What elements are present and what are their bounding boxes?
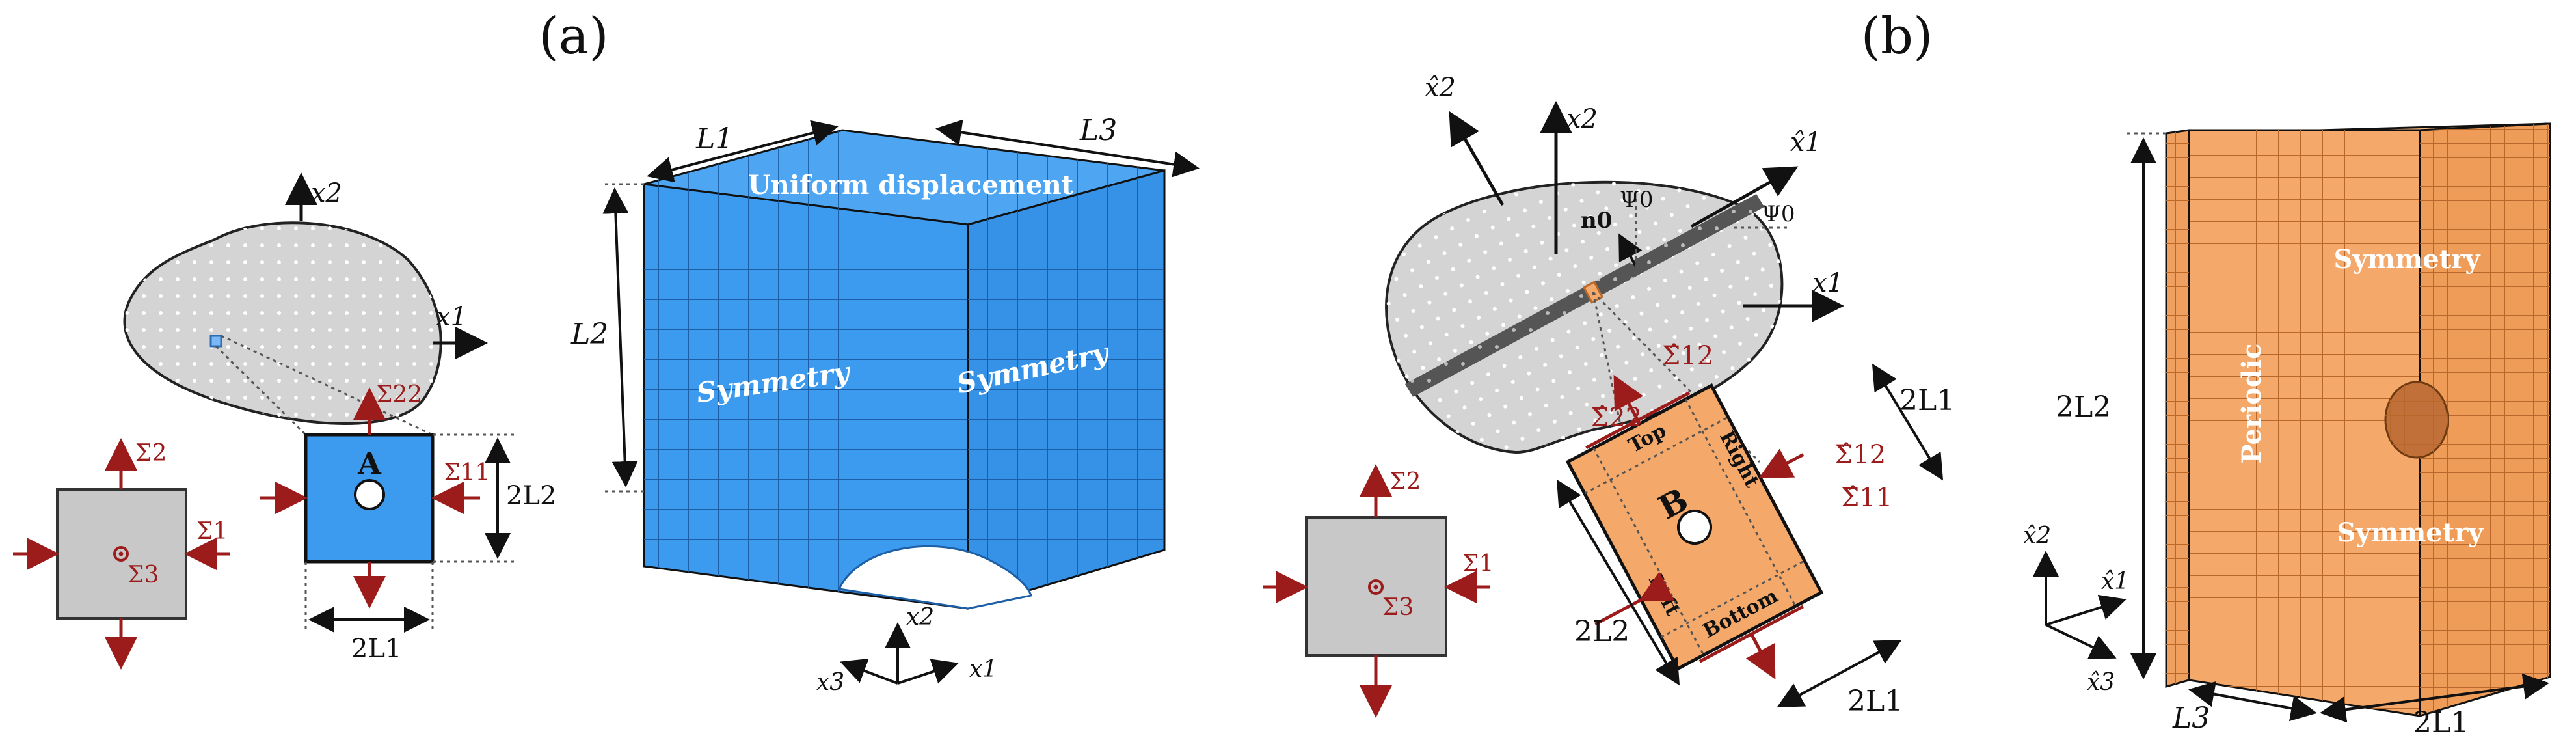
void-b [1677,510,1712,545]
stress-s22-a: Σ22 [376,381,422,408]
normal-n0-b [1618,233,1643,267]
dim-2L1-mesh-label-b: 2L1 [2413,706,2469,739]
mesh-axis-x3-a: x3 [816,669,844,696]
cell-name-a: A [357,446,382,481]
axis-x1hat-label-b: x̂1 [1790,128,1821,157]
mesh-axis-x2-a: x2 [906,604,934,631]
axis-x2-label-b: x2 [1566,104,1598,134]
axis-x1hat-b [1690,166,1799,228]
mesh-axis-x1-a: x1 [969,656,997,683]
panel-label-a: (a) [539,7,608,66]
stress-s22h-b: Σ̂22 [1590,403,1642,433]
dim-2L1-mesh-b [2320,673,2549,723]
stress-s1-a: Σ1 [196,518,228,545]
mesh-sym-top-text-b: Symmetry [2333,244,2481,275]
stress-s11h-b: Σ̂11 [1841,483,1892,513]
axis-x2hat-label-b: x̂2 [1425,73,1456,103]
dim-L2-mesh-label-a: L2 [570,318,608,351]
dim-L1-mesh-label-a: L1 [695,122,733,156]
dim-2L2-label-b: 2L2 [1574,615,1630,648]
axis-x2-label-a: x2 [311,178,342,208]
dim-L3-mesh-a [935,119,1200,178]
dim-2L1-bottom-label-b: 2L1 [1847,685,1903,718]
stress-s11-a: Σ11 [444,459,490,486]
mesh-axis-x1hat-b: x̂1 [2101,568,2129,595]
stress-s2-a: Σ2 [135,440,167,467]
stress-s1-b: Σ1 [1462,551,1494,577]
stress-s3-a: Σ3 [127,562,159,588]
mesh-sym-bottom-text-b: Symmetry [2337,517,2484,548]
panel-label-b: (b) [1861,7,1933,66]
dim-2L1-label-a: 2L1 [351,634,401,664]
dim-L3-mesh-label-a: L3 [1079,114,1117,147]
axis-x1-label-a: x1 [436,302,467,332]
axis-x1-label-b: x1 [1812,268,1844,298]
dim-2L1-side-label-b: 2L1 [1899,384,1955,417]
dim-2L1-side-b [1872,363,1944,481]
mesh-axis-x2hat-b: x̂2 [2023,523,2051,549]
mesh-periodic-text-b: Periodic [2236,344,2267,464]
void-a [354,479,385,510]
rve-marker-a [209,335,222,348]
stress-s2-b: Σ2 [1389,469,1421,495]
dim-L3-mesh-label-b: L3 [2172,702,2210,735]
mesh-block-b [2165,122,2551,718]
dim-L2-mesh-a [602,187,638,487]
stress-s3-b: Σ3 [1382,594,1414,621]
mesh-top-text-a: Uniform displacement [748,170,1074,200]
psi0-label-2-b: Ψ0 [1762,201,1795,227]
panel-a: x2 x1 Σ2 Σ1 Σ3 A Σ22 Σ11 2L2 2L1 [13,114,1200,696]
dim-2L2-b [1556,479,1680,686]
axis-x2hat-b [1449,111,1505,206]
dim-2L1-bottom-b [1777,640,1902,707]
stress-s12h-top-b: Σ̂12 [1662,341,1713,371]
psi0-label-1-b: Ψ0 [1620,187,1653,213]
dim-2L2-mesh-label-b: 2L2 [2056,390,2111,424]
dim-2L2-label-a: 2L2 [506,481,556,511]
mesh-axis-x3hat-b: x̂3 [2087,669,2115,696]
dim-L3-mesh-b [2188,681,2317,722]
normal-n0-label-b: n0 [1581,208,1612,234]
panel-b: x2 x1 x̂1 x̂2 n0 Ψ0 Ψ0 Σ2 Σ1 Σ3 [1263,73,2551,739]
dim-L1-mesh-a [647,120,839,183]
stress-s12h-right-b: Σ̂12 [1834,440,1886,470]
